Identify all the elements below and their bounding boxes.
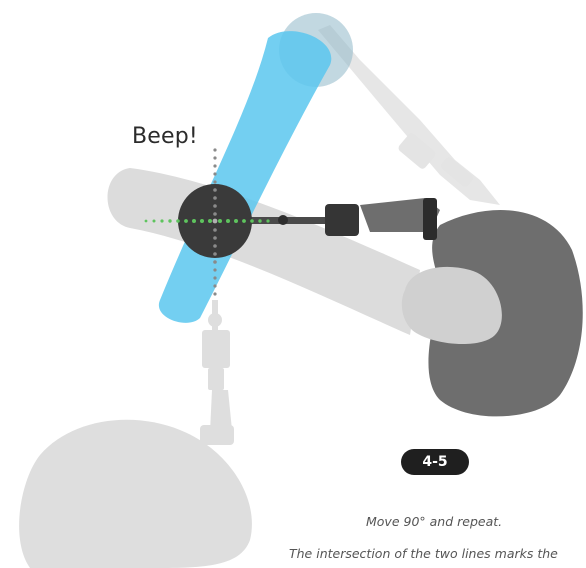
step-badge: 4-5 — [401, 449, 469, 475]
intersection-point — [213, 219, 218, 224]
beep-label: Beep! — [132, 124, 198, 149]
ghost-operator-bottom-left — [19, 300, 252, 568]
caption-move: Move 90° and repeat. — [366, 514, 502, 529]
gray-sweep-band — [108, 168, 421, 335]
caption-intersection: The intersection of the two lines marks … — [289, 546, 558, 561]
